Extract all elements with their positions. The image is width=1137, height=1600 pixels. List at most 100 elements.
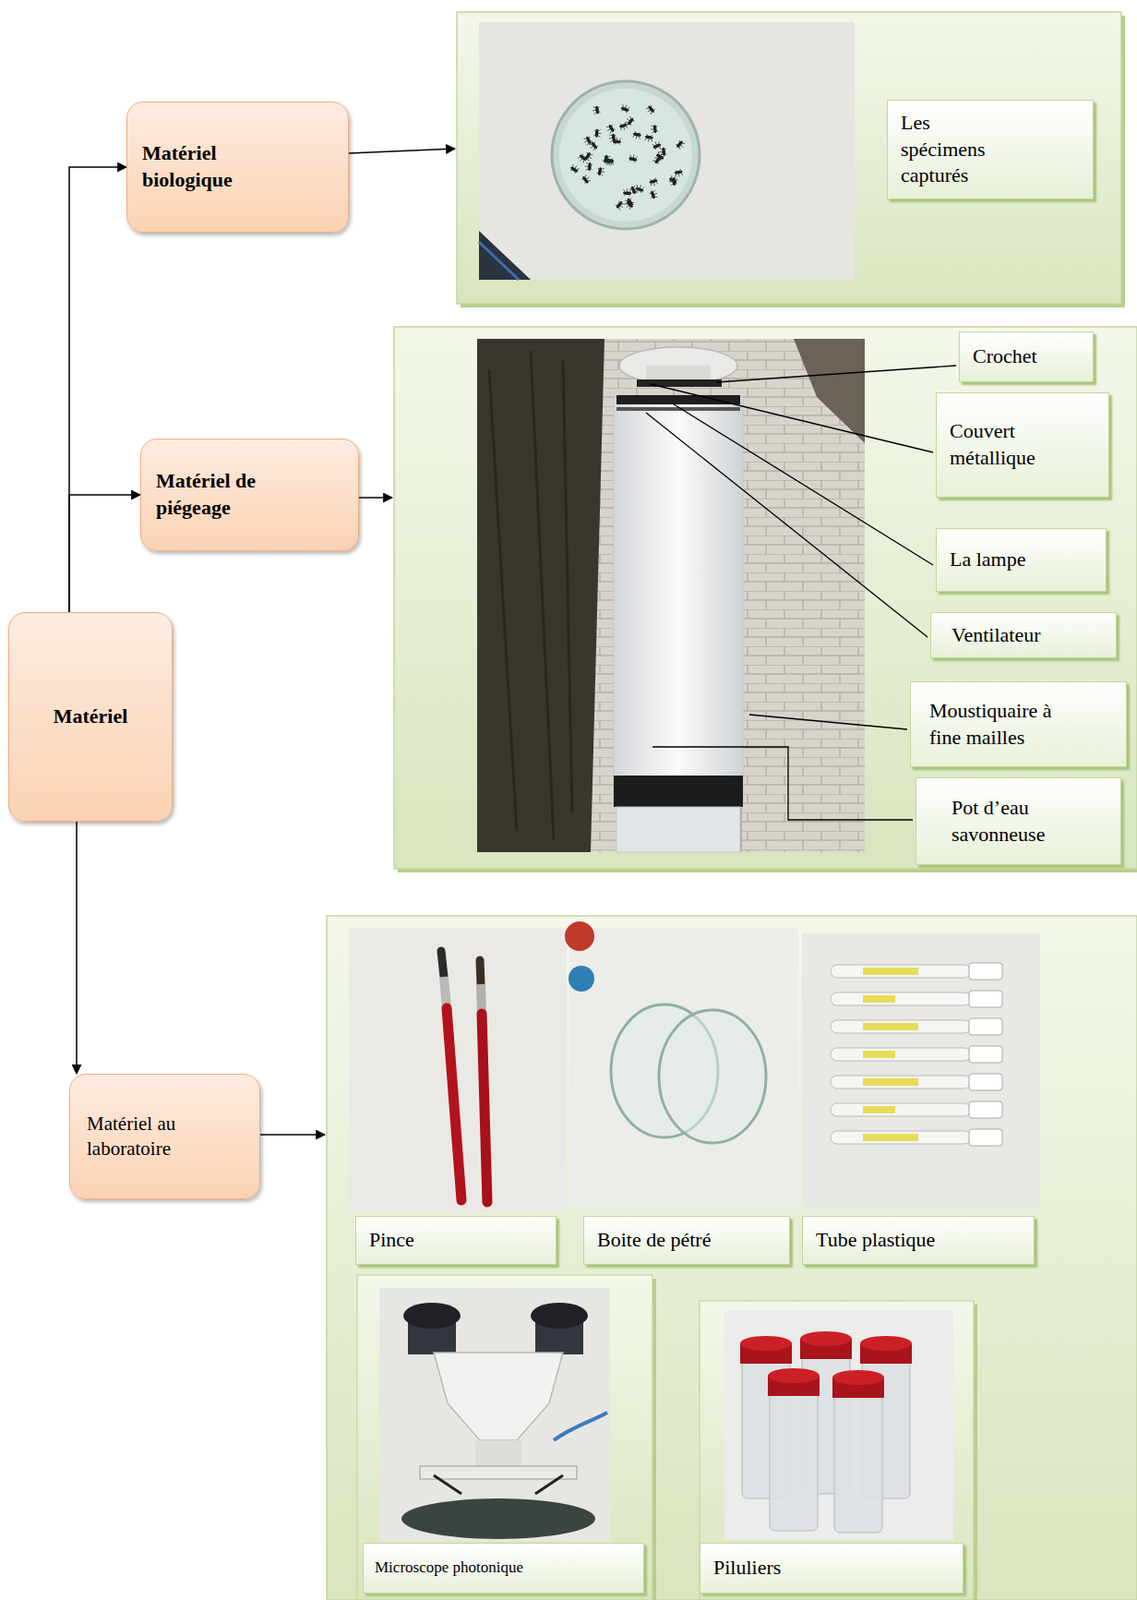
- specimen-photo: [478, 22, 855, 280]
- specimen-photo: [628, 154, 639, 164]
- tube-photo: [862, 1022, 919, 1030]
- tube-photo: [830, 1130, 971, 1144]
- light-trap-photo: [616, 394, 741, 405]
- specimen-photo: [584, 162, 593, 172]
- specimen-photo: [645, 104, 656, 115]
- node-label: Piluliers: [713, 1554, 954, 1581]
- tube-photo: [862, 1077, 919, 1086]
- specimen-photo: [673, 168, 683, 179]
- specimen-photo: [608, 132, 617, 143]
- tube-photo: [969, 1101, 1003, 1118]
- specimen-photo: [569, 163, 581, 175]
- tube-photo: [801, 933, 1041, 1209]
- panel-arrow: [260, 148, 455, 1135]
- specimen-photo: [648, 190, 659, 200]
- label-box: La lampe: [935, 527, 1107, 592]
- tube-photo: [830, 1075, 971, 1089]
- specimen-photo: [645, 104, 657, 116]
- light-trap-photo: [489, 350, 573, 840]
- inner-panel: [699, 1300, 974, 1600]
- specimen-photo: [602, 155, 612, 165]
- pill-bottle-photo: [769, 1391, 818, 1531]
- microscope-photo: [475, 1439, 522, 1468]
- node-label: Pince: [369, 1226, 545, 1254]
- label-box: Crochet: [958, 331, 1094, 383]
- pill-bottle-photo: [860, 1335, 912, 1351]
- tube-photo: [830, 1017, 1003, 1035]
- leader-line: [652, 746, 913, 820]
- leader-line: [716, 365, 957, 383]
- label-box: Microscope photonique: [362, 1542, 645, 1593]
- specimen-photo: [668, 174, 680, 186]
- node-label: La lampe: [949, 546, 1089, 574]
- leader-line: [670, 402, 934, 565]
- specimen-photo: [648, 177, 659, 187]
- petri-dish-photo: [658, 1009, 766, 1143]
- light-trap-photo: [646, 365, 711, 381]
- green-panel: [394, 326, 1137, 869]
- microscope-photo: [419, 1465, 577, 1479]
- specimen-photo: [478, 241, 519, 280]
- microscope-photo: [433, 1352, 563, 1440]
- label-box: Pot d’eau savonneuse: [915, 777, 1122, 865]
- specimen-photo: [614, 199, 626, 211]
- tube-photo: [969, 1128, 1003, 1146]
- label-box: Ventilateur: [930, 611, 1117, 659]
- specimen-photo: [623, 199, 635, 210]
- tube-photo: [830, 1047, 971, 1061]
- specimen-photo: [632, 131, 643, 141]
- tube-photo: [801, 933, 1041, 1209]
- brush-photo: [348, 927, 567, 1211]
- tube-photo: [830, 964, 971, 978]
- node-label: Matériel de piégeage: [155, 467, 295, 521]
- tube-photo: [830, 990, 1003, 1007]
- specimen-photo: [593, 129, 601, 137]
- node-label: Matériel: [21, 703, 160, 731]
- petri-dish-photo: [564, 921, 595, 951]
- green-panel: [326, 915, 1137, 1600]
- specimen-photo: [583, 151, 594, 162]
- node-label: Boite de pétré: [597, 1226, 782, 1254]
- tube-photo: [862, 1050, 896, 1058]
- specimen-photo: [649, 124, 659, 133]
- green-panel: [456, 11, 1122, 304]
- specimen-photo: [655, 150, 667, 161]
- specimen-photo: [669, 177, 678, 187]
- specimen-photo: [593, 129, 601, 138]
- label-box: Boite de pétré: [583, 1215, 790, 1265]
- tube-photo: [830, 1102, 971, 1116]
- specimen-photo: [622, 188, 632, 196]
- specimen-photo: [629, 184, 639, 194]
- tube-photo: [862, 994, 896, 1003]
- tube-photo: [830, 1045, 1003, 1063]
- tube-photo: [969, 990, 1003, 1007]
- light-trap-photo: [616, 806, 741, 852]
- node-label: Couvert métallique: [949, 418, 1054, 471]
- specimen-photo: [581, 174, 592, 185]
- connector-arrow: [69, 494, 141, 612]
- node-label: Matériel biologique: [142, 140, 267, 193]
- specimen-photo: [592, 106, 601, 115]
- petri-dish-photo: [569, 927, 799, 1209]
- light-trap-photo: [477, 338, 865, 852]
- inner-panel: [699, 1300, 978, 1600]
- specimen-photo: [559, 88, 693, 222]
- specimen-photo: [620, 103, 630, 113]
- label-box: Couvert métallique: [935, 392, 1110, 498]
- microscope-photo: [403, 1302, 461, 1329]
- pill-bottle-photo: [724, 1310, 954, 1540]
- specimen-photo: [605, 123, 616, 134]
- specimen-photo: [622, 188, 631, 196]
- tube-photo: [830, 992, 971, 1006]
- node-label: Microscope photonique: [374, 1556, 634, 1578]
- node-label: Crochet: [972, 343, 1084, 371]
- leader-line: [646, 412, 928, 637]
- specimen-photo: [620, 103, 631, 114]
- specimen-photo: [618, 121, 629, 132]
- specimen-photo: [605, 123, 616, 135]
- brush-photo: [348, 927, 567, 1211]
- tube-photo: [862, 1105, 896, 1114]
- node-label: Ventilateur: [951, 622, 1109, 649]
- specimen-photo: [478, 22, 855, 280]
